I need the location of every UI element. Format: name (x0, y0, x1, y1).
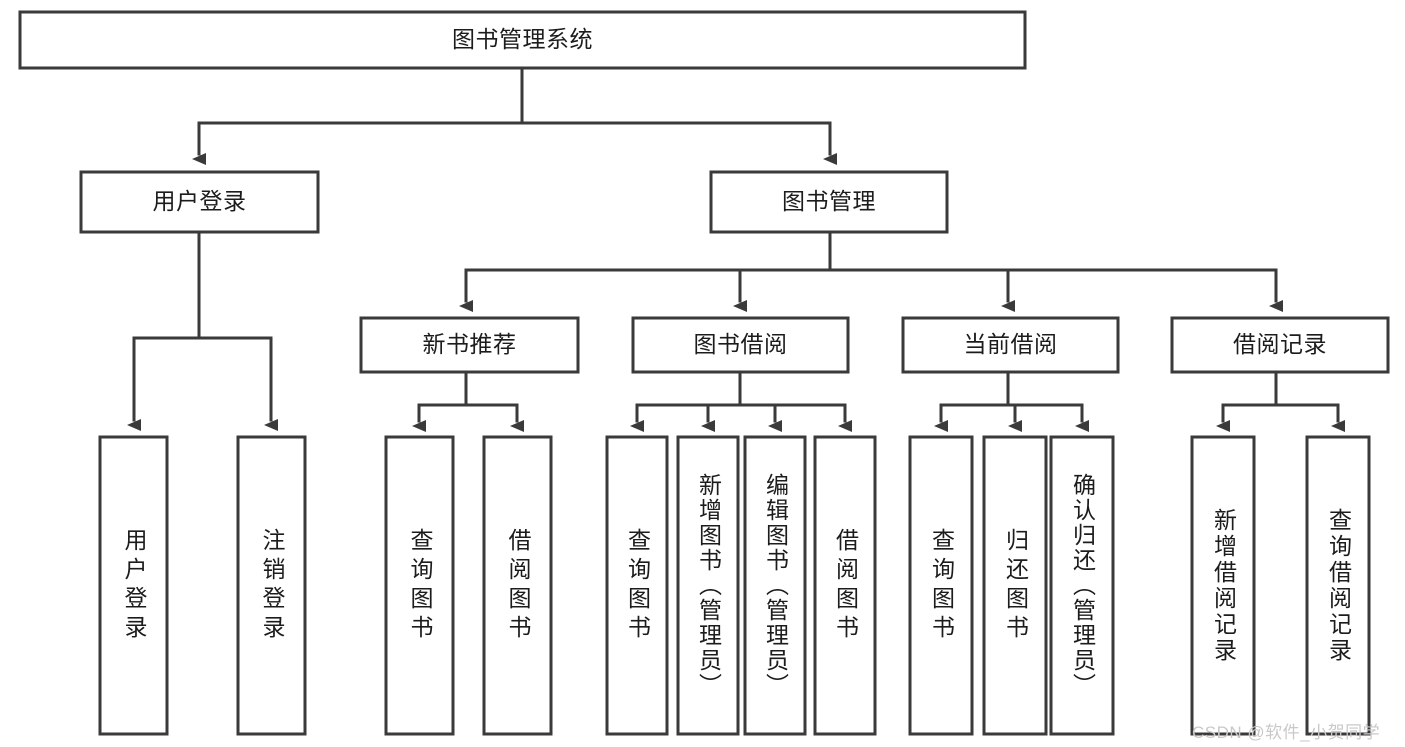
box-current-borrow[interactable] (901, 316, 1120, 374)
box-new-book-recommend[interactable] (359, 316, 580, 374)
box-leaf-add-book-admin[interactable] (676, 435, 740, 736)
box-book-borrow[interactable] (631, 316, 850, 374)
box-leaf-borrow-book-2[interactable] (813, 435, 877, 736)
node-boxes (18, 10, 1390, 736)
box-leaf-edit-book-admin[interactable] (743, 435, 807, 736)
box-leaf-return-book[interactable] (982, 435, 1048, 736)
box-leaf-borrow-book-1[interactable] (482, 435, 553, 736)
box-leaf-query-borrow-record[interactable] (1305, 435, 1371, 736)
box-leaf-query-book-3[interactable] (908, 435, 974, 736)
box-borrow-record[interactable] (1170, 316, 1390, 374)
box-leaf-logout[interactable] (236, 435, 307, 736)
csdn-watermark: CSDN @软件_小贺同学 (1192, 723, 1381, 742)
box-book-manage[interactable] (709, 170, 949, 234)
box-leaf-confirm-return[interactable] (1049, 435, 1115, 736)
box-leaf-query-book-1[interactable] (384, 435, 455, 736)
box-leaf-add-borrow-record[interactable] (1190, 435, 1256, 736)
box-leaf-query-book-2[interactable] (605, 435, 669, 736)
box-leaf-user-login[interactable] (98, 435, 169, 736)
connectors (127, 66, 1345, 432)
box-root[interactable] (18, 10, 1027, 70)
box-user-login[interactable] (79, 170, 320, 234)
